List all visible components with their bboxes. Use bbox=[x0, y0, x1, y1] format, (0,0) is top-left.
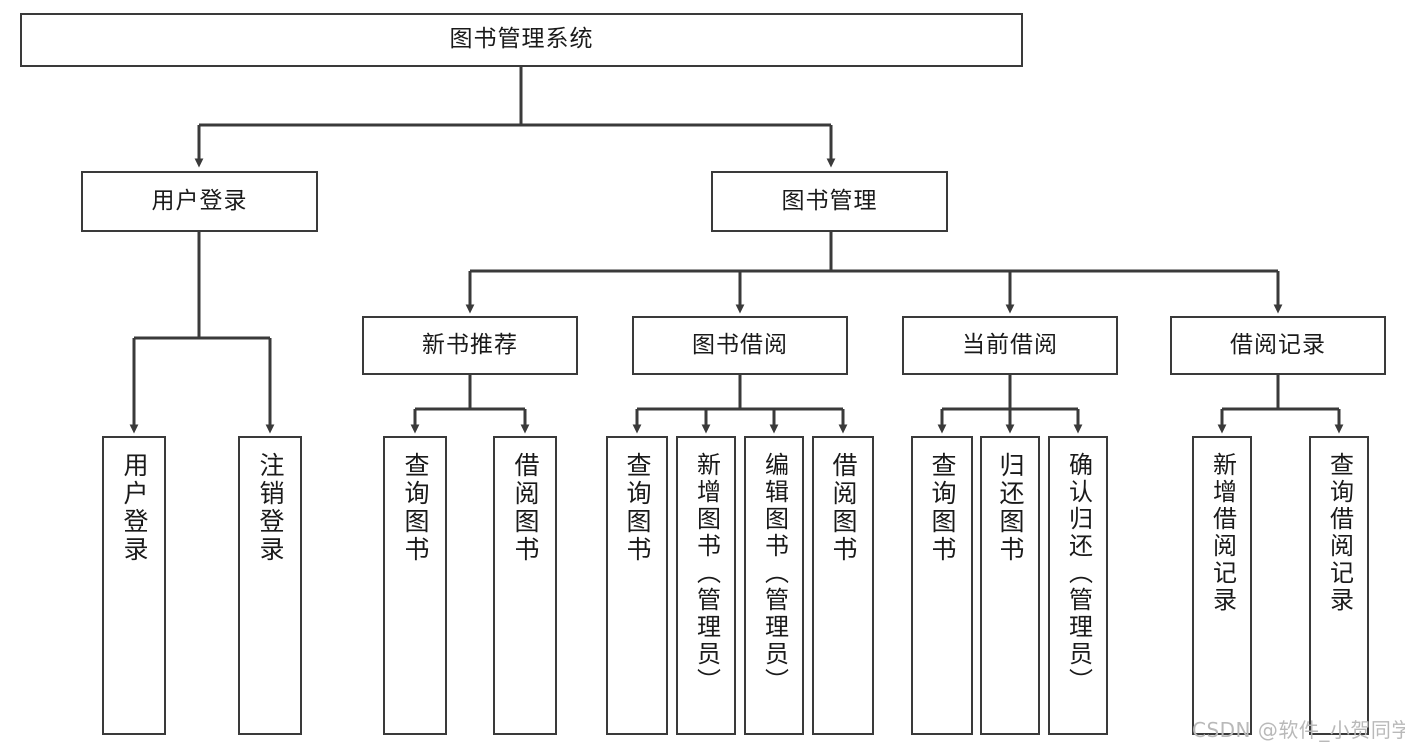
leaf-borrow-edit-book-admin[interactable]: 编辑图书（管理员） bbox=[744, 436, 804, 735]
node-new-book-recommend-label: 新书推荐 bbox=[422, 331, 518, 358]
leaf-new-book-query[interactable]: 查询图书 bbox=[383, 436, 447, 735]
node-borrow-record-label: 借阅记录 bbox=[1230, 331, 1326, 358]
node-user-login-label: 用户登录 bbox=[151, 187, 248, 214]
leaf-label: 新增图书（管理员） bbox=[692, 452, 721, 695]
node-borrow-record[interactable]: 借阅记录 bbox=[1170, 316, 1386, 375]
csdn-watermark: CSDN @软件_小贺同学 bbox=[1192, 718, 1405, 742]
node-book-borrow[interactable]: 图书借阅 bbox=[632, 316, 848, 375]
leaf-borrow-borrow-book[interactable]: 借阅图书 bbox=[812, 436, 874, 735]
leaf-label: 新增借阅记录 bbox=[1208, 452, 1237, 614]
node-book-borrow-label: 图书借阅 bbox=[692, 331, 788, 358]
leaf-label: 借阅图书 bbox=[511, 452, 540, 564]
node-user-login[interactable]: 用户登录 bbox=[81, 171, 318, 232]
leaf-label: 注销登录 bbox=[256, 452, 285, 564]
leaf-current-return-book[interactable]: 归还图书 bbox=[980, 436, 1040, 735]
leaf-record-query-record[interactable]: 查询借阅记录 bbox=[1309, 436, 1369, 735]
leaf-label: 查询图书 bbox=[401, 452, 430, 564]
leaf-current-confirm-return-admin[interactable]: 确认归还（管理员） bbox=[1048, 436, 1108, 735]
leaf-current-query-book[interactable]: 查询图书 bbox=[911, 436, 973, 735]
leaf-label: 借阅图书 bbox=[829, 452, 858, 564]
leaf-borrow-add-book-admin[interactable]: 新增图书（管理员） bbox=[676, 436, 736, 735]
leaf-user-login-logout[interactable]: 注销登录 bbox=[238, 436, 302, 735]
node-book-management[interactable]: 图书管理 bbox=[711, 171, 948, 232]
leaf-new-book-borrow[interactable]: 借阅图书 bbox=[493, 436, 557, 735]
node-current-borrow-label: 当前借阅 bbox=[962, 331, 1058, 358]
leaf-label: 查询图书 bbox=[623, 452, 652, 564]
leaf-user-login-login[interactable]: 用户登录 bbox=[102, 436, 166, 735]
node-root[interactable]: 图书管理系统 bbox=[20, 13, 1023, 67]
leaf-label: 确认归还（管理员） bbox=[1064, 452, 1093, 695]
leaf-label: 用户登录 bbox=[120, 452, 149, 564]
leaf-label: 查询图书 bbox=[928, 452, 957, 564]
node-root-label: 图书管理系统 bbox=[449, 26, 594, 53]
node-current-borrow[interactable]: 当前借阅 bbox=[902, 316, 1118, 375]
leaf-label: 编辑图书（管理员） bbox=[760, 452, 789, 695]
node-new-book-recommend[interactable]: 新书推荐 bbox=[362, 316, 578, 375]
leaf-label: 查询借阅记录 bbox=[1325, 452, 1354, 614]
leaf-label: 归还图书 bbox=[996, 452, 1025, 564]
leaf-borrow-query-book[interactable]: 查询图书 bbox=[606, 436, 668, 735]
node-book-management-label: 图书管理 bbox=[781, 187, 878, 214]
leaf-record-add-record[interactable]: 新增借阅记录 bbox=[1192, 436, 1252, 735]
